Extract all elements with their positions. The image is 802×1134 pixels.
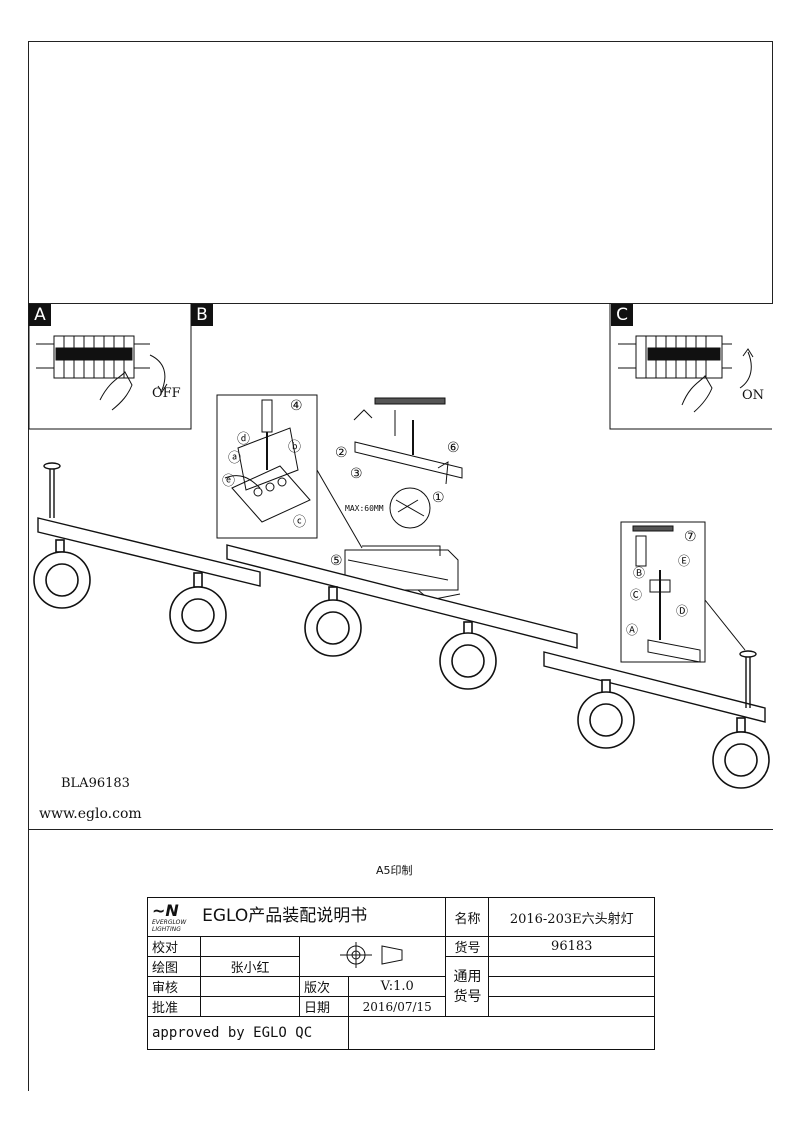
section-divider-top [28, 303, 773, 304]
website[interactable]: www.eglo.com [39, 806, 142, 822]
projection-icon [339, 941, 403, 968]
name-label: 名称 [445, 897, 490, 937]
step-5: ⑤ [330, 553, 343, 569]
spot-rings [33, 539, 770, 789]
label-e: ⓔ [222, 474, 236, 489]
model-code: BLA96183 [61, 776, 130, 791]
step-4: ④ [290, 398, 303, 414]
label-upper-b: Ⓑ [633, 566, 646, 580]
top-border [28, 41, 773, 42]
label-upper-c: Ⓒ [630, 588, 643, 602]
date-label: 日期 [299, 996, 349, 1017]
max-label: MAX:60MM [345, 504, 384, 513]
draw-value: 张小红 [200, 956, 300, 977]
approved-by: approved by EGLO QC [147, 1016, 349, 1050]
title-cell: ~N EVERGLOW LIGHTING EGLO产品装配说明书 [146, 897, 447, 937]
print-format: A5印制 [376, 864, 413, 877]
doc-title: EGLO产品装配说明书 [202, 906, 368, 927]
panel-tag-a: A [29, 304, 51, 326]
item-no-value: 96183 [488, 936, 655, 957]
label-d: ⓓ [237, 432, 251, 447]
check-label: 校对 [147, 936, 201, 957]
common-label: 通用货号 [445, 956, 490, 1017]
step-7: ⑦ [684, 529, 697, 545]
label-a: ⓐ [228, 451, 242, 466]
name-value: 2016-203E六头射灯 [488, 897, 655, 937]
item-no-label: 货号 [445, 936, 490, 957]
on-label: ON [742, 388, 765, 403]
step-2: ② [335, 445, 348, 461]
version-label: 版次 [299, 976, 349, 997]
spec-table: ~N EVERGLOW LIGHTING EGLO产品装配说明书 名称 2016… [146, 897, 655, 1050]
breaker-icon-on [618, 335, 754, 413]
version-value: V:1.0 [347, 976, 447, 997]
assembly-illustration [28, 303, 772, 789]
label-upper-e: Ⓔ [678, 554, 691, 568]
breaker-icon-off [36, 335, 168, 411]
step-6: ⑥ [447, 440, 460, 456]
off-label: OFF [152, 386, 181, 401]
panel-tag-c: C [611, 304, 633, 326]
panel-tag-b: B [191, 304, 213, 326]
left-border [28, 41, 29, 1091]
terminal-block-detail [224, 399, 311, 523]
label-upper-a: Ⓐ [626, 623, 639, 637]
approve-label: 批准 [147, 996, 201, 1017]
brand-logo: ~N EVERGLOW LIGHTING [152, 900, 187, 933]
label-b: ⓑ [288, 440, 302, 455]
section-divider-bottom [28, 829, 773, 830]
label-c: ⓒ [293, 515, 307, 530]
date-value: 2016/07/15 [347, 996, 447, 1017]
step-1: ① [432, 490, 445, 506]
draw-label: 绘图 [147, 956, 201, 977]
step-3: ③ [350, 466, 363, 482]
fixture-bars [37, 462, 766, 723]
projection-symbol [298, 936, 447, 977]
label-upper-d: Ⓓ [676, 604, 689, 618]
right-border [772, 41, 773, 303]
review-label: 审核 [147, 976, 201, 997]
